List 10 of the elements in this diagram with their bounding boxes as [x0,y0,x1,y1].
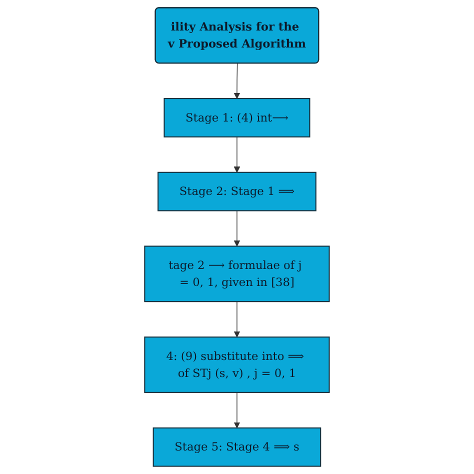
arrow [234,301,240,338]
arrow [234,136,240,173]
arrow [234,392,240,428]
node-box: tage 2 ⟶ formulae of j = 0, 1, given in [38] [144,246,330,302]
node-box: Stage 5: Stage 4 ⟹ s [152,427,322,467]
arrow [234,63,240,99]
node-box: 4: (9) substitute into ⟹ of STj (s, v) , j = 0, 1 [144,336,330,393]
node-box: Stage 2: Stage 1 ⟹ [158,172,316,212]
node-box: Stage 1: (4) int⟶ [164,98,310,138]
arrow [234,210,240,246]
